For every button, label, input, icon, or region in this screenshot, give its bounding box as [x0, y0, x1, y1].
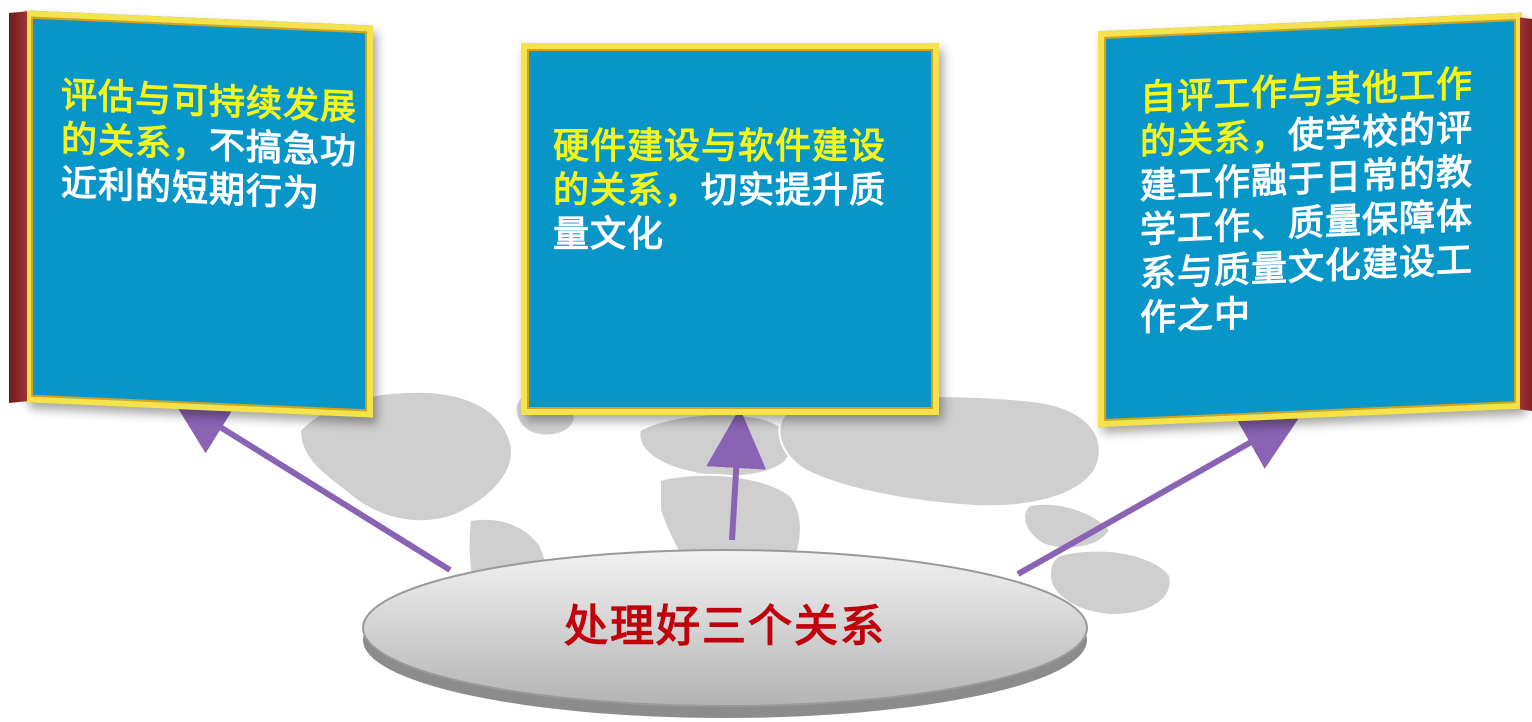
board-right: 自评工作与其他工作的关系，使学校的评建工作融于日常的教学工作、质量保障体系与质量…	[1098, 12, 1532, 428]
arrow-to-middle-board	[706, 408, 767, 541]
arrow-to-right-board	[1016, 413, 1303, 577]
board-left-side	[9, 11, 27, 403]
board-middle: 硬件建设与软件建设的关系，切实提升质量文化	[521, 43, 939, 415]
board-middle-body: 切实提升质量文化	[553, 170, 887, 255]
board-right-side	[1520, 17, 1532, 412]
board-left-text: 评估与可持续发展的关系，不搞急功近利的短期行为	[61, 74, 361, 219]
arrow-to-left-board	[170, 396, 452, 573]
center-ellipse	[362, 549, 1088, 718]
board-middle-text: 硬件建设与软件建设的关系，切实提升质量文化	[553, 125, 913, 257]
board-left: 评估与可持续发展的关系，不搞急功近利的短期行为	[9, 10, 373, 418]
board-middle-highlight: 硬件建设与软件建设的关系，	[553, 126, 887, 211]
board-right-text: 自评工作与其他工作的关系，使学校的评建工作融于日常的教学工作、质量保障体系与质量…	[1140, 62, 1490, 341]
center-label: 处理好三个关系	[564, 601, 886, 652]
